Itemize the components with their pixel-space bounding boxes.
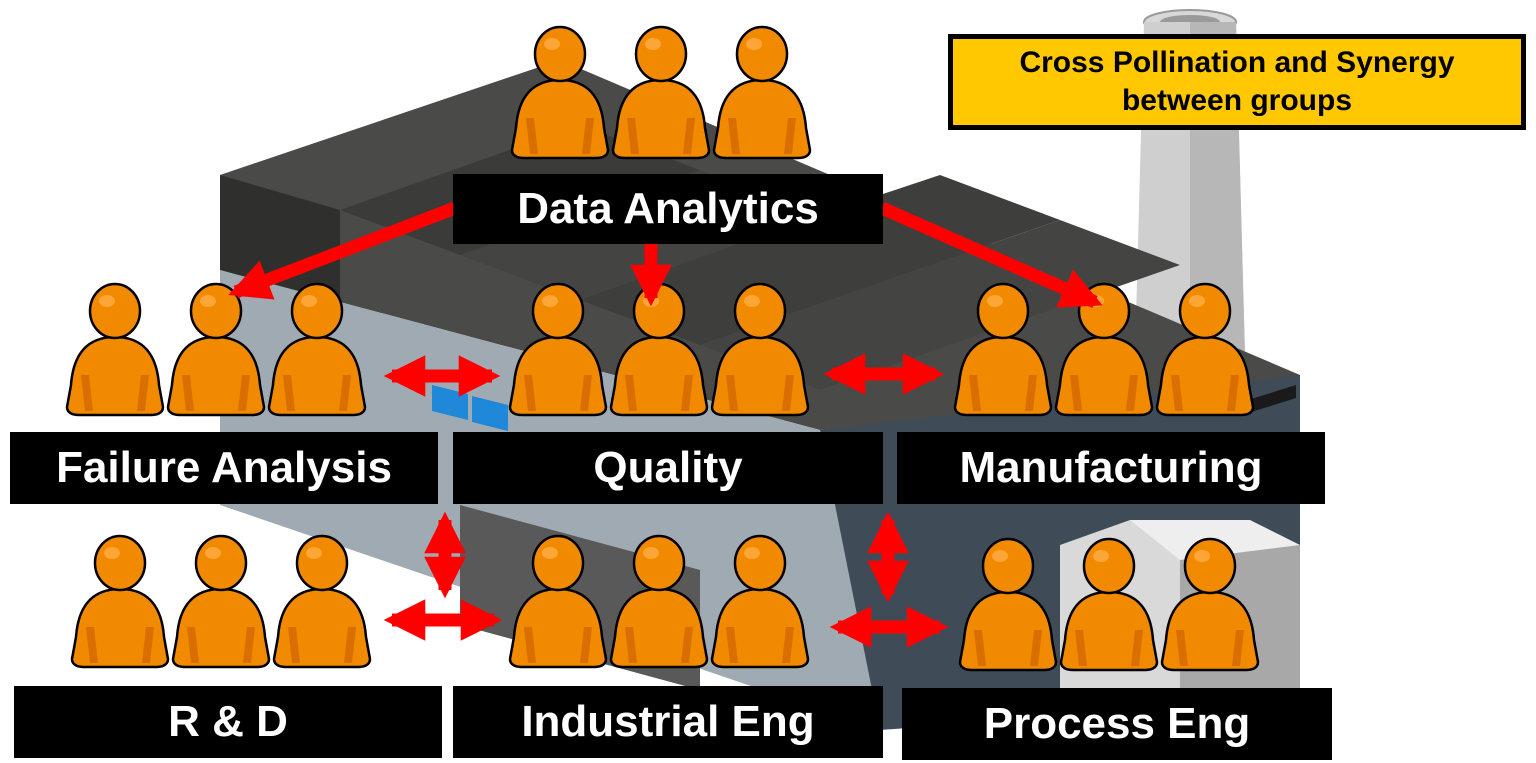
team-quality-people	[508, 282, 810, 417]
synergy-callout: Cross Pollination and Synergy between gr…	[948, 34, 1526, 130]
arrow-data-analytics-to-manufacturing	[879, 202, 1103, 308]
team-r-and-d-people	[70, 534, 372, 669]
person-icon	[712, 25, 812, 160]
arrow-data-analytics-to-failure-analysis	[228, 201, 458, 300]
label-manufacturing: Manufacturing	[897, 432, 1325, 504]
label-industrial-eng: Industrial Eng	[453, 686, 883, 758]
label-data-analytics: Data Analytics	[453, 174, 883, 244]
label-r-and-d: R & D	[14, 686, 442, 758]
team-data-analytics-people	[510, 25, 812, 160]
team-industrial-eng-people	[508, 534, 810, 669]
person-icon	[70, 534, 170, 669]
team-process-eng-people	[958, 537, 1260, 672]
team-manufacturing-people	[953, 282, 1255, 417]
callout-line-2: between groups	[1121, 84, 1353, 117]
team-failure-analysis-people	[65, 282, 367, 417]
person-icon	[272, 534, 372, 669]
person-icon	[171, 534, 271, 669]
label-failure-analysis: Failure Analysis	[10, 432, 438, 504]
callout-line-1: Cross Pollination and Synergy	[1019, 46, 1455, 79]
person-icon	[65, 282, 165, 417]
label-process-eng: Process Eng	[902, 688, 1332, 760]
label-quality: Quality	[453, 432, 883, 504]
